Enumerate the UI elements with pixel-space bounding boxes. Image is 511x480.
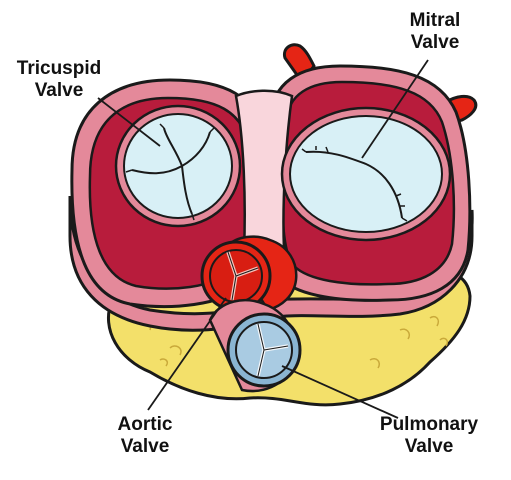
tricuspid-pointer — [97, 97, 161, 147]
aortic-label-line1: Aortic — [117, 414, 173, 435]
mitral-valve-label: Mitral Valve — [380, 10, 490, 54]
label-pointers — [97, 59, 429, 419]
pulmonary-label-line1: Pulmonary — [379, 414, 479, 435]
tricuspid-label-line2: Valve — [34, 80, 84, 101]
aortic-valve-label: Aortic Valve — [90, 414, 200, 458]
mitral-label-line1: Mitral — [409, 10, 461, 31]
aortic-label-line2: Valve — [120, 436, 170, 457]
mitral-pointer — [361, 59, 429, 159]
pulmonary-valve-label: Pulmonary Valve — [356, 414, 502, 458]
aortic-pointer — [147, 297, 227, 411]
pulmonary-valve — [208, 298, 302, 393]
tricuspid-valve-label: Tricuspid Valve — [4, 58, 114, 102]
tricuspid-valve — [114, 104, 242, 228]
pulmonary-pointer — [281, 365, 399, 419]
aortic-valve — [200, 235, 298, 312]
mitral-label-line2: Valve — [410, 32, 460, 53]
mitral-valve — [280, 106, 452, 242]
pulmonary-label-line2: Valve — [404, 436, 454, 457]
tricuspid-label-line1: Tricuspid — [16, 58, 102, 79]
